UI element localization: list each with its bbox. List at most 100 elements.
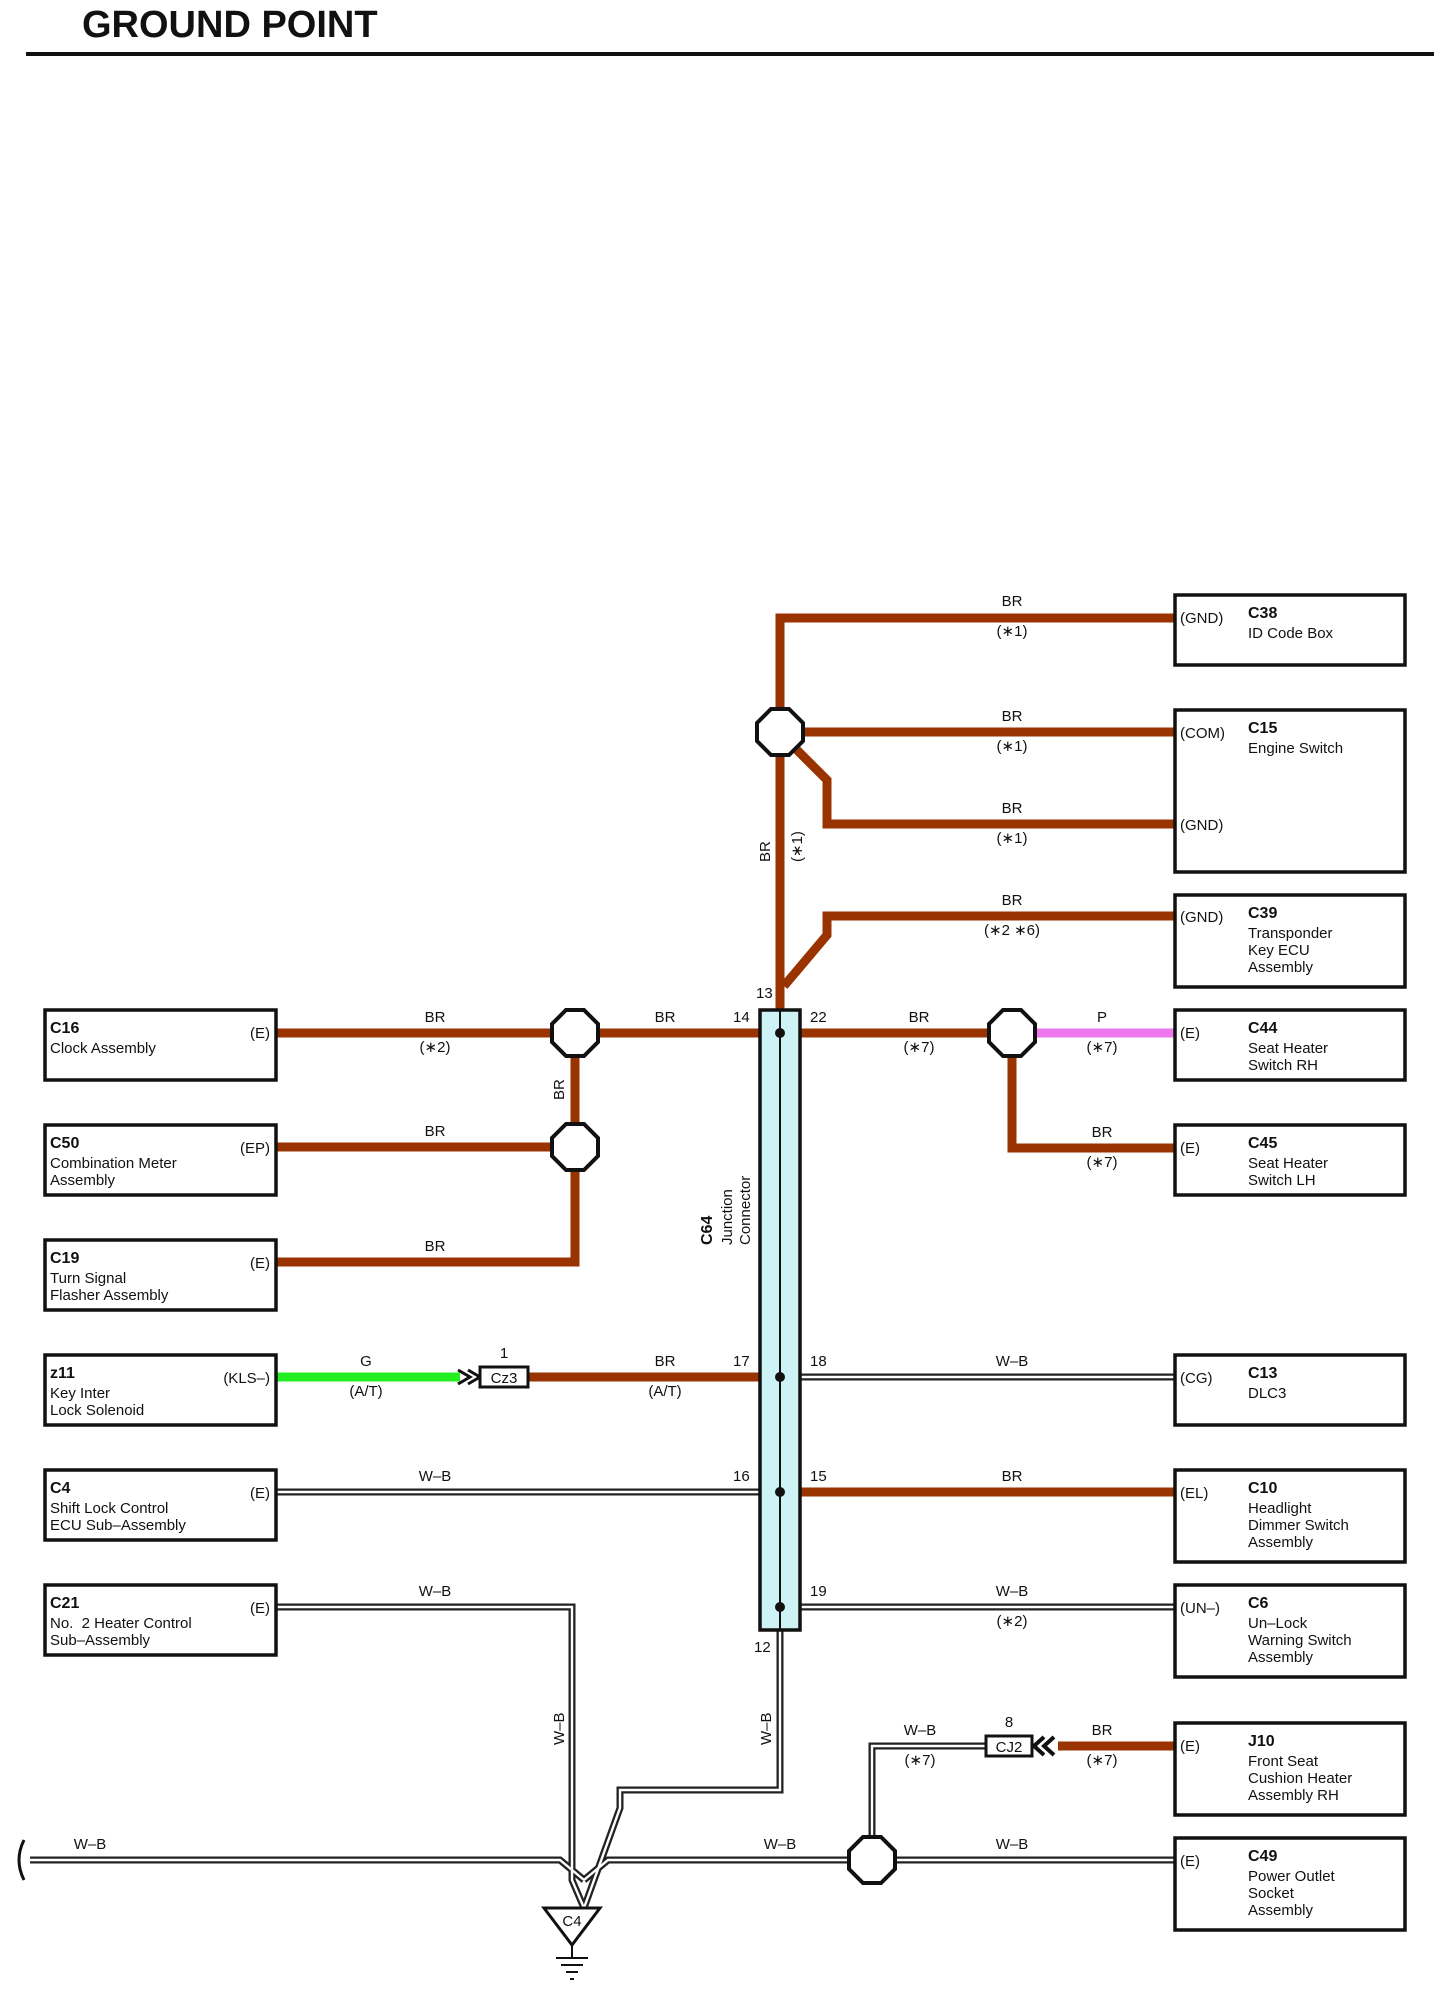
c50-name-2: Assembly [50,1172,116,1189]
pin-16: 16 [733,1468,750,1485]
wire-label-color: W–B [758,1712,775,1745]
splice-c49 [847,1835,897,1885]
j10-name-1: Front Seat [1248,1753,1319,1770]
pin-22: 22 [810,1009,827,1026]
c6-name-3: Assembly [1248,1649,1314,1666]
c15-code: C15 [1248,720,1277,737]
wire-label-color: BR [1092,1124,1113,1141]
c38-pin-gnd: (GND) [1180,610,1223,627]
c21-pin-e: (E) [250,1600,270,1617]
c10-pin-el: (EL) [1180,1485,1208,1502]
splice-c16 [550,1008,600,1058]
wire-label-note: (∗1) [997,738,1028,755]
wire-label-note: (∗1) [997,623,1028,640]
c49-name-1: Power Outlet [1248,1868,1336,1885]
wire-label-note: (A/T) [349,1383,382,1400]
box-c39 [1173,893,1407,989]
c10-name-3: Assembly [1248,1534,1314,1551]
wire-label-color: W–B [551,1712,568,1745]
box-c10 [1173,1468,1407,1564]
c45-name-1: Seat Heater [1248,1155,1328,1172]
wire-label-note: (∗2) [997,1613,1028,1630]
c50-name-1: Combination Meter [50,1155,177,1172]
wire-label-color: W–B [904,1722,937,1739]
ground-code: C4 [562,1913,581,1930]
box-c16 [43,1008,278,1082]
component-boxes [43,593,1407,1932]
junction-name-2: Connector [737,1176,754,1245]
wire-label-color: BR [1002,593,1023,610]
box-c50 [43,1123,278,1197]
wire-label-color: BR [655,1353,676,1370]
wire-label-color: BR [1002,892,1023,909]
splice-points [550,707,1037,1885]
right-component-texts: C38 ID Code Box (GND) C15 Engine Switch … [1180,605,1352,1919]
wire-label-color: W–B [996,1583,1029,1600]
j10-pin-e: (E) [1180,1738,1200,1755]
c13-pin-cg: (CG) [1180,1370,1213,1387]
c38-code: C38 [1248,605,1277,622]
wire-c38 [775,613,1175,730]
c44-pin-e: (E) [1180,1025,1200,1042]
c16-code: C16 [50,1020,79,1037]
c13-code: C13 [1248,1365,1277,1382]
c38-name-1: ID Code Box [1248,625,1334,642]
box-c38 [1173,593,1407,667]
c39-name-2: Key ECU [1248,942,1310,959]
box-c45 [1173,1123,1407,1197]
c45-name-2: Switch LH [1248,1172,1316,1189]
c39-name-1: Transponder [1248,925,1333,942]
wire-label-color: W–B [996,1353,1029,1370]
wire-label-color: BR [425,1009,446,1026]
c50-code: C50 [50,1135,79,1152]
junction-pin-numbers: 13 14 22 17 18 16 15 19 12 [733,985,827,1656]
c6-code: C6 [1248,1595,1269,1612]
c49-code: C49 [1248,1848,1277,1865]
arrow-cz3 [457,1368,483,1386]
junction-connector-c64: C64 Junction Connector [699,1008,802,1632]
wire-label-note: (∗1) [789,831,806,862]
z11-name-2: Lock Solenoid [50,1402,144,1419]
br-wires [276,613,1175,1751]
page-title: GROUND POINT [82,4,378,46]
wire-break-mark [17,1839,26,1881]
c15-pin-com: (COM) [1180,725,1225,742]
c44-name-2: Switch RH [1248,1057,1318,1074]
pin-13: 13 [756,985,773,1002]
pin-15: 15 [810,1468,827,1485]
box-z11 [43,1353,278,1427]
title-rule [26,52,1434,56]
c21-code: C21 [50,1595,79,1612]
c21-name-2: Sub–Assembly [50,1632,151,1649]
c6-pin-un: (UN–) [1180,1600,1220,1617]
c19-name-2: Flasher Assembly [50,1287,169,1304]
c4-name-2: ECU Sub–Assembly [50,1517,186,1534]
box-c13 [1173,1353,1407,1427]
c10-name-2: Dimmer Switch [1248,1517,1349,1534]
z11-code: z11 [50,1365,75,1382]
wire-label-note: (∗7) [904,1039,935,1056]
c44-name-1: Seat Heater [1248,1040,1328,1057]
wire-label-color: BR [909,1009,930,1026]
pin-12: 12 [754,1639,771,1656]
c45-code: C45 [1248,1135,1277,1152]
j10-name-3: Assembly RH [1248,1787,1339,1804]
c19-pin-e: (E) [250,1255,270,1272]
wire-label-color: BR [655,1009,676,1026]
wire-label-color: G [360,1353,372,1370]
cj2-pin: 8 [1005,1714,1013,1731]
wire-c19 [276,1170,580,1267]
c45-pin-e: (E) [1180,1140,1200,1157]
wire-label-color: BR [1092,1722,1113,1739]
ground-point-c4: C4 [540,1906,604,1980]
c16-name-1: Clock Assembly [50,1040,156,1057]
c49-name-3: Assembly [1248,1902,1314,1919]
wire-label-color: BR [425,1238,446,1255]
c50-pin-ep: (EP) [240,1140,270,1157]
wire-label-color: W–B [764,1836,797,1853]
c39-code: C39 [1248,905,1277,922]
inline-connector-cj2: CJ2 8 [984,1714,1056,1758]
junction-code: C64 [699,1216,716,1245]
c49-pin-e: (E) [1180,1853,1200,1870]
